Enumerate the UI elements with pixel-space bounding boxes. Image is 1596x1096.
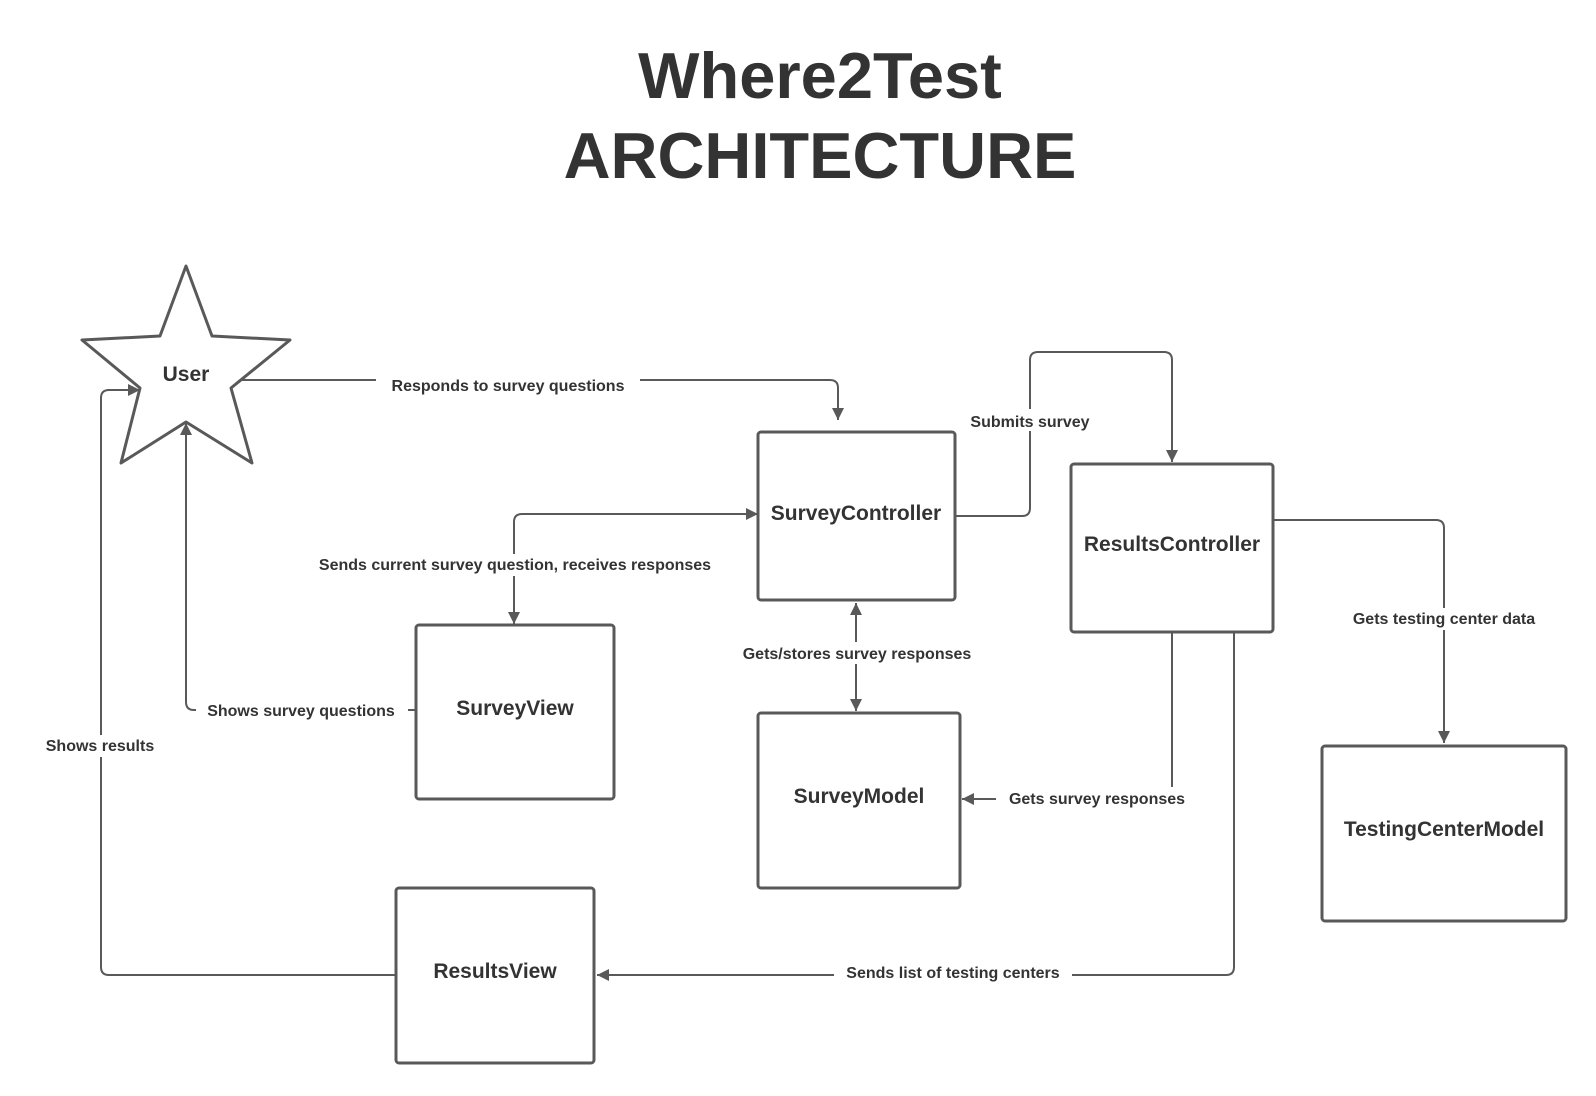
testing-center-model-label: TestingCenterModel	[1344, 818, 1544, 841]
edge-responds	[226, 379, 844, 420]
edge-label-responds: Responds to survey questions	[392, 378, 625, 395]
edge-gets-survey-responses	[962, 632, 1173, 805]
node-testing-center-model: TestingCenterModel	[1320, 744, 1568, 923]
node-results-view: ResultsView	[394, 886, 596, 1065]
edge-sends-list	[597, 632, 1235, 981]
node-survey-model: SurveyModel	[756, 711, 962, 890]
survey-view-label: SurveyView	[456, 697, 574, 720]
node-results-controller: ResultsController	[1069, 462, 1275, 634]
diagram-title: Where2Test ARCHITECTURE	[0, 36, 1596, 196]
survey-model-label: SurveyModel	[794, 785, 925, 808]
edge-gets-testing-center	[1273, 519, 1450, 743]
edge-submits	[955, 351, 1178, 517]
edge-shows-results	[100, 384, 396, 976]
edge-sends-question	[508, 508, 758, 624]
title-line-2: ARCHITECTURE	[563, 119, 1077, 192]
edge-label-gets-testing-center: Gets testing center data	[1353, 611, 1535, 628]
edge-label-shows-results: Shows results	[46, 738, 155, 755]
edge-label-sends-question: Sends current survey question, receives …	[319, 557, 711, 574]
node-survey-view: SurveyView	[414, 623, 616, 801]
node-user: User	[80, 264, 292, 465]
user-label: User	[163, 363, 210, 386]
results-controller-label: ResultsController	[1084, 533, 1260, 556]
edge-label-sends-list: Sends list of testing centers	[846, 965, 1059, 982]
edge-label-shows-questions: Shows survey questions	[207, 703, 395, 720]
node-survey-controller: SurveyController	[756, 430, 957, 602]
edge-label-gets-survey-responses: Gets survey responses	[1009, 791, 1185, 808]
results-view-label: ResultsView	[433, 960, 557, 983]
title-line-1: Where2Test	[638, 39, 1002, 112]
edge-label-gets-stores: Gets/stores survey responses	[743, 646, 972, 663]
edge-shows-questions	[180, 423, 416, 711]
survey-controller-label: SurveyController	[771, 502, 941, 525]
edge-label-submits: Submits survey	[970, 414, 1089, 431]
